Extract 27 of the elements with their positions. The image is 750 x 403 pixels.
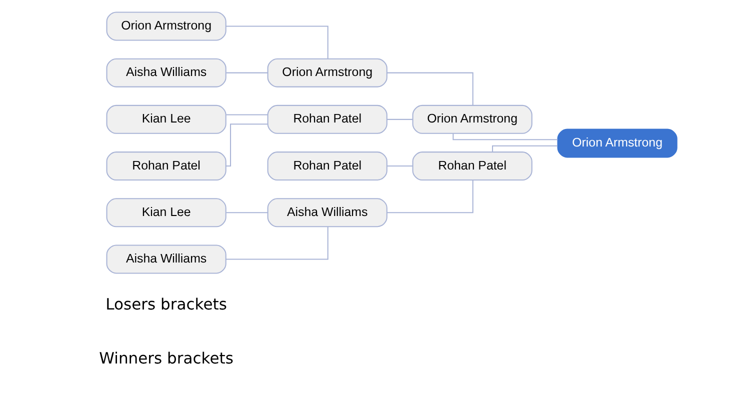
node-box: Rohan Patel [106, 152, 226, 181]
connector [226, 26, 328, 59]
node-box: Orion Armstrong [106, 12, 226, 41]
connector [386, 166, 412, 167]
connector [226, 212, 268, 214]
node-box: Orion Armstrong [556, 128, 677, 158]
node-box: Kian Lee [106, 198, 226, 228]
label: Losers brackets [105, 295, 226, 314]
node-box: Kian Lee [106, 104, 226, 134]
node-box: Rohan Patel [266, 104, 387, 134]
node-box: Rohan Patel [266, 152, 387, 181]
connector [386, 72, 473, 106]
connector [386, 118, 412, 120]
node-box: Orion Armstrong [266, 58, 387, 88]
label: Winners brackets [98, 349, 233, 368]
node-box: Orion Armstrong [412, 104, 532, 134]
node-box: Aisha Williams [106, 58, 226, 88]
node-box: Aisha Williams [106, 244, 226, 274]
node-box: Aisha Williams [266, 198, 387, 228]
connector [492, 145, 557, 152]
connector [226, 226, 328, 260]
connector [226, 114, 268, 116]
connector [226, 72, 268, 74]
connector [452, 134, 558, 140]
node-box: Rohan Patel [412, 152, 532, 181]
connector [225, 124, 268, 167]
connector [386, 180, 473, 214]
